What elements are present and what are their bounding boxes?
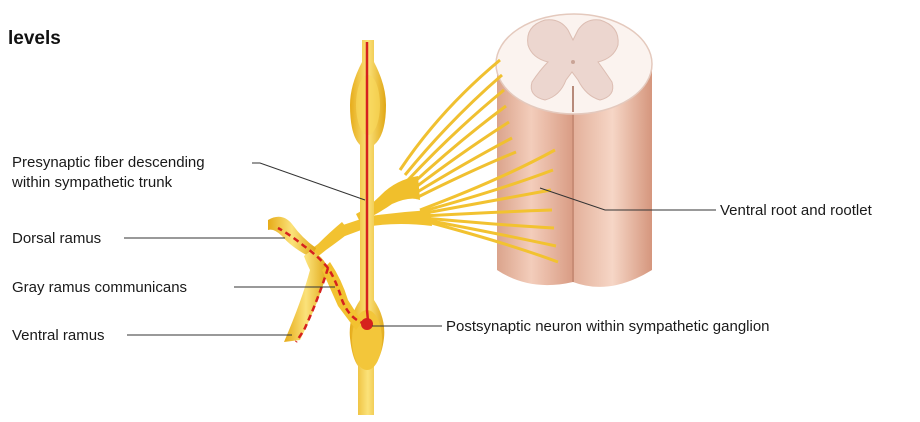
presynaptic-fiber	[367, 42, 368, 324]
label-ventral-ramus: Ventral ramus	[12, 327, 105, 344]
label-presynaptic-1: Presynaptic fiber descending	[12, 154, 205, 171]
spinal-cord-segment	[496, 14, 652, 287]
label-postsynaptic-neuron: Postsynaptic neuron within sympathetic g…	[446, 318, 770, 335]
dorsal-ramus	[268, 217, 316, 258]
leader-presynaptic	[252, 163, 365, 200]
postsynaptic-neuron	[361, 318, 373, 330]
heading: levels	[8, 28, 61, 49]
label-ventral-root: Ventral root and rootlet	[720, 202, 873, 219]
spinal-nerve	[310, 222, 350, 258]
label-gray-ramus: Gray ramus communicans	[12, 279, 187, 296]
ventral-root	[340, 210, 432, 236]
label-dorsal-ramus: Dorsal ramus	[12, 230, 101, 247]
label-presynaptic-2: within sympathetic trunk	[11, 174, 173, 191]
